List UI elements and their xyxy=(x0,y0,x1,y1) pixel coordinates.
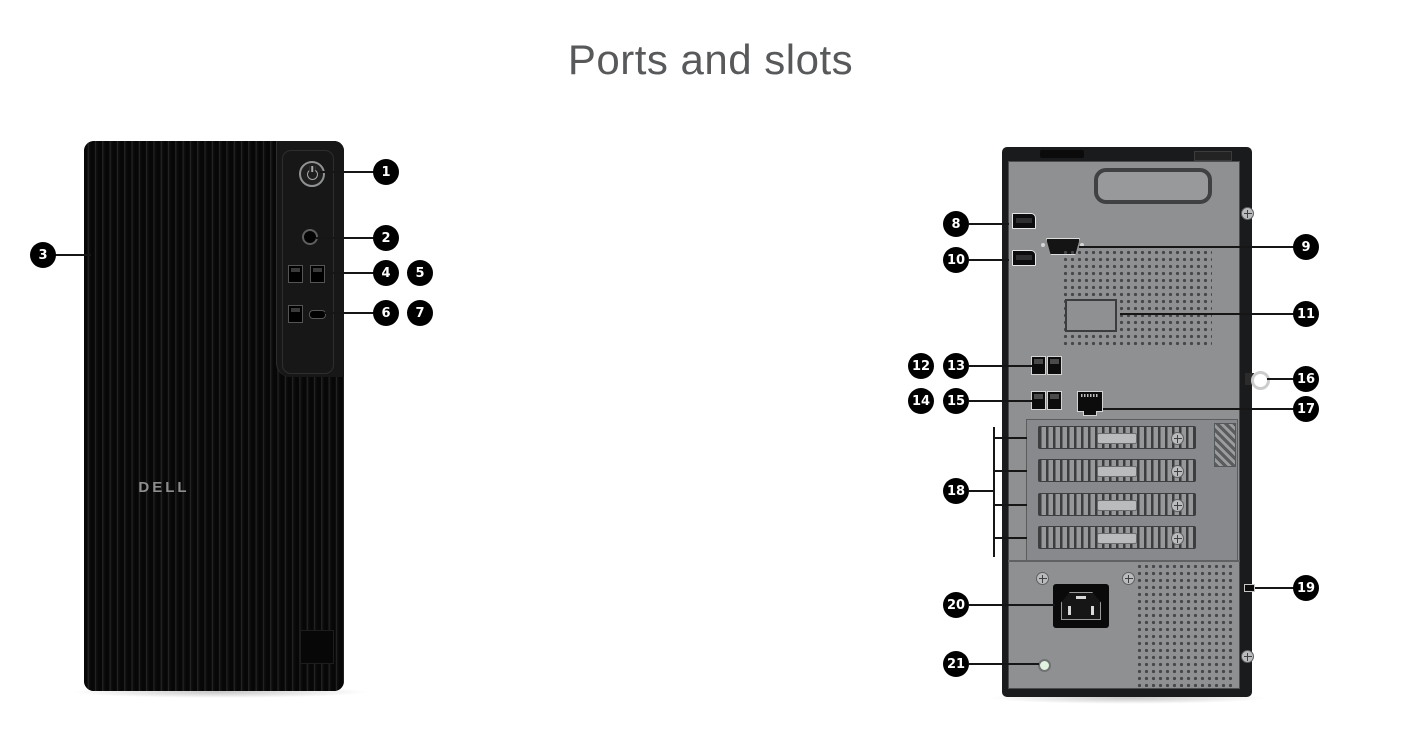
retention-hatch xyxy=(1214,423,1236,467)
callout-20: 20 xyxy=(943,592,969,618)
callout-17: 17 xyxy=(1293,396,1319,422)
displayport-1 xyxy=(1012,213,1036,229)
usb-c-port-front xyxy=(309,310,326,319)
leader-line-9 xyxy=(1079,246,1294,248)
rear-vents-upper xyxy=(1062,249,1212,347)
leader-tick-18a xyxy=(994,437,1027,439)
leader-line-15 xyxy=(969,400,1032,402)
leader-tick-18b xyxy=(994,470,1027,472)
front-io-panel xyxy=(276,141,344,377)
top-cover-latch xyxy=(1040,150,1084,158)
expansion-slot-1 xyxy=(1038,426,1196,449)
rear-vents-lower xyxy=(1136,563,1234,687)
dell-logo: DELL xyxy=(138,479,190,496)
leader-line-11 xyxy=(1120,313,1294,315)
callout-7: 7 xyxy=(407,300,433,326)
leader-line-8 xyxy=(969,223,1009,225)
release-latch xyxy=(1194,151,1232,161)
leader-tick-18c xyxy=(994,504,1027,506)
leader-line-16 xyxy=(1267,378,1294,380)
usb-port-rear-2 xyxy=(1047,356,1062,375)
usb-port-rear-1 xyxy=(1031,356,1046,375)
screw-dot xyxy=(1080,243,1084,247)
front-drive-blank xyxy=(300,630,334,664)
security-cable-slot xyxy=(1244,584,1255,592)
slot-filler-tab xyxy=(1097,500,1137,511)
callout-19: 19 xyxy=(1293,575,1319,601)
callout-8: 8 xyxy=(943,211,969,237)
callout-21: 21 xyxy=(943,651,969,677)
page-title: Ports and slots xyxy=(567,36,854,84)
inlet-pin xyxy=(1076,596,1086,599)
callout-15: 15 xyxy=(943,388,969,414)
leader-line-13 xyxy=(969,365,1032,367)
leader-line-3 xyxy=(55,254,91,256)
callout-12: 12 xyxy=(908,353,934,379)
slot-screw xyxy=(1171,532,1184,545)
padlock-ring xyxy=(1251,371,1270,390)
callout-10: 10 xyxy=(943,247,969,273)
expansion-slot-4 xyxy=(1038,526,1196,549)
ethernet-port xyxy=(1077,391,1103,416)
leader-line-1 xyxy=(320,171,374,173)
leader-line-4 xyxy=(328,272,374,274)
inlet-pin xyxy=(1068,606,1071,615)
leader-line-21 xyxy=(969,663,1039,665)
leader-line-19 xyxy=(1255,587,1294,589)
psu-divider xyxy=(1008,560,1240,562)
callout-4: 4 xyxy=(373,260,399,286)
leader-line-10 xyxy=(969,259,1009,261)
slot-screw xyxy=(1171,432,1184,445)
callout-9: 9 xyxy=(1293,234,1319,260)
callout-13: 13 xyxy=(943,353,969,379)
thumbscrew-top xyxy=(1241,207,1254,220)
slot-screw xyxy=(1171,499,1184,512)
front-io-bezel xyxy=(282,150,334,374)
slot-screw xyxy=(1171,465,1184,478)
inlet-pin xyxy=(1091,606,1094,615)
usb-port-rear-3 xyxy=(1031,391,1046,410)
slot-filler-tab xyxy=(1097,466,1137,477)
psu-screw-2 xyxy=(1122,572,1135,585)
power-icon xyxy=(306,168,318,180)
psu-screw-1 xyxy=(1036,572,1049,585)
psu-diagnostic-light xyxy=(1038,659,1051,672)
rear-handle xyxy=(1094,168,1212,204)
usb-port-rear-4 xyxy=(1047,391,1062,410)
usb-a-port-front-1 xyxy=(288,265,303,283)
callout-1: 1 xyxy=(373,159,399,185)
optional-port-plate xyxy=(1065,299,1117,332)
usb-a-port-front-3 xyxy=(288,305,303,323)
expansion-slot-3 xyxy=(1038,493,1196,516)
expansion-slot-2 xyxy=(1038,459,1196,482)
callout-2: 2 xyxy=(373,225,399,251)
callout-5: 5 xyxy=(407,260,433,286)
leader-line-2 xyxy=(316,237,374,239)
usb-a-port-front-2 xyxy=(310,265,325,283)
displayport-2 xyxy=(1012,250,1036,266)
leader-line-20 xyxy=(969,604,1055,606)
rear-view-illustration xyxy=(1002,147,1270,697)
leader-line-6 xyxy=(324,312,374,314)
leader-tick-18d xyxy=(994,537,1027,539)
thumbscrew-bottom xyxy=(1241,650,1254,663)
callout-18: 18 xyxy=(943,478,969,504)
callout-14: 14 xyxy=(908,388,934,414)
callout-6: 6 xyxy=(373,300,399,326)
padlock-bracket xyxy=(1245,373,1254,385)
callout-11: 11 xyxy=(1293,301,1319,327)
slot-filler-tab xyxy=(1097,433,1137,444)
leader-line-18 xyxy=(969,490,995,492)
callout-3: 3 xyxy=(30,242,56,268)
leader-line-17 xyxy=(1103,408,1294,410)
front-view-illustration: DELL xyxy=(84,141,344,691)
power-connector xyxy=(1053,584,1109,628)
callout-16: 16 xyxy=(1293,366,1319,392)
power-button xyxy=(299,161,325,187)
slot-filler-tab xyxy=(1097,533,1137,544)
c14-inlet xyxy=(1061,592,1101,620)
leader-bracket-18 xyxy=(993,427,995,557)
screw-dot xyxy=(1041,243,1045,247)
